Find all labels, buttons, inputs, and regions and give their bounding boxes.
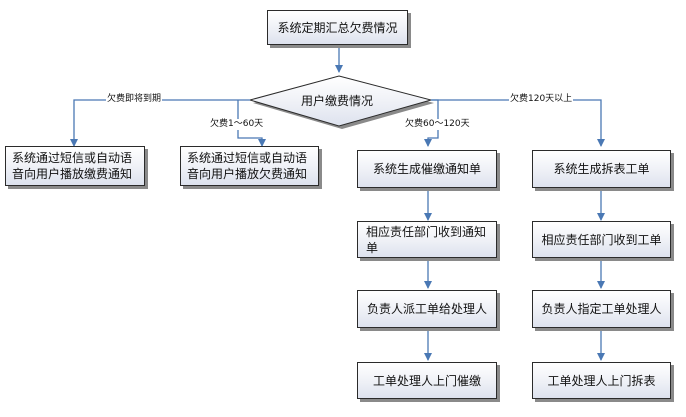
decision-diamond — [248, 75, 433, 127]
edge-label-owe-120-plus: 欠费120天以上 — [509, 94, 574, 105]
edge-label-owe-1-60: 欠费1～60天 — [209, 119, 265, 130]
arrow-owe-120-plus — [431, 99, 605, 147]
node-assign-handler: 负责人指定工单处理人 — [532, 290, 671, 328]
node-notify-arrears: 系统通过短信或自动语音向用户播放欠费通知 — [180, 146, 319, 186]
node-start: 系统定期汇总欠费情况 — [267, 10, 408, 45]
node-notify-due: 系统通过短信或自动语音向用户播放缴费通知 — [5, 146, 145, 186]
arrow-due-soon — [70, 99, 250, 147]
node-dept-receive-notice: 相应责任部门收到通知单 — [357, 221, 497, 258]
edge-label-due-soon: 欠费即将到期 — [106, 94, 163, 105]
node-gen-remove: 系统生成拆表工单 — [532, 150, 671, 188]
node-door-urge: 工单处理人上门催缴 — [357, 362, 497, 399]
edge-label-owe-60-120: 欠费60～120天 — [404, 119, 471, 130]
node-gen-urge: 系统生成催缴通知单 — [357, 150, 497, 188]
node-dept-receive-order: 相应责任部门收到工单 — [532, 221, 671, 258]
node-assign-worker: 负责人派工单给处理人 — [357, 290, 497, 328]
decision-label: 用户缴费情况 — [301, 94, 374, 108]
node-door-remove: 工单处理人上门拆表 — [532, 362, 671, 399]
